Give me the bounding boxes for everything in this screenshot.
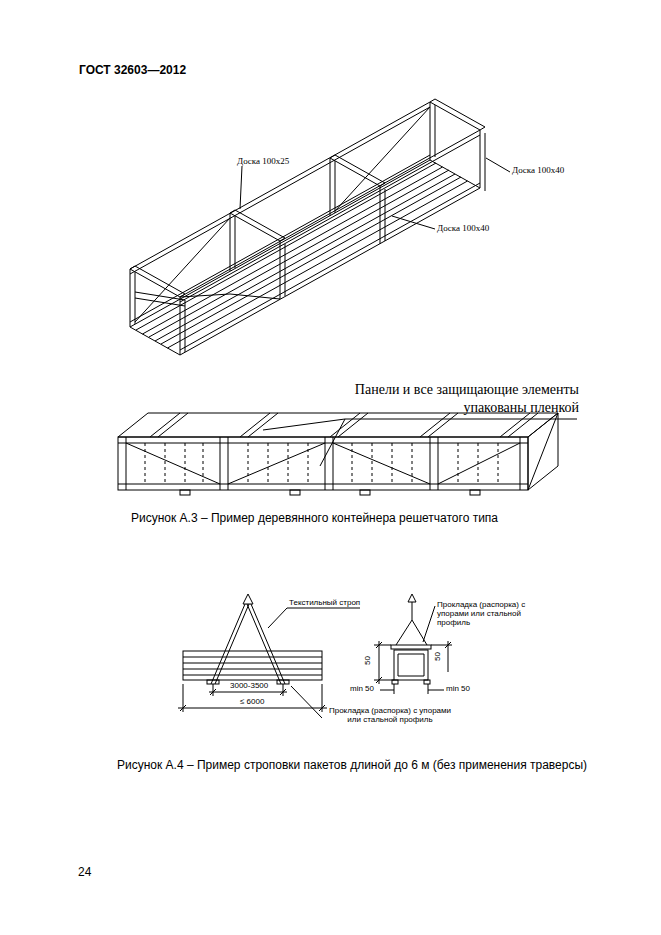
part-label: Текстильный строп [289, 598, 360, 607]
dimension: 50 [433, 652, 442, 661]
part-label: Доска 100х25 [237, 156, 289, 166]
page-number: 24 [78, 866, 91, 880]
figure-caption: Рисунок А.3 – Пример деревянного контейн… [131, 512, 498, 526]
dimension: 50 [363, 656, 372, 665]
part-label: Прокладка (распорка) с упорами или сталь… [437, 600, 537, 628]
page-header: ГОСТ 32603—2012 [79, 64, 186, 78]
figure-caption: Рисунок А.4 – Пример строповки пакетов д… [117, 759, 587, 773]
part-label: Доска 100х40 [437, 223, 489, 233]
dimension: min 50 [350, 684, 374, 693]
part-label: Доска 100х40 [512, 165, 564, 175]
dimension: min 50 [446, 684, 470, 693]
dimension: ≤ 6000 [240, 697, 264, 706]
part-label: Прокладка (распорка) с упорами или сталь… [326, 706, 454, 724]
dimension: 3000-3500 [230, 681, 268, 690]
note: Панели и все защищающие элементы упакова… [343, 381, 579, 417]
